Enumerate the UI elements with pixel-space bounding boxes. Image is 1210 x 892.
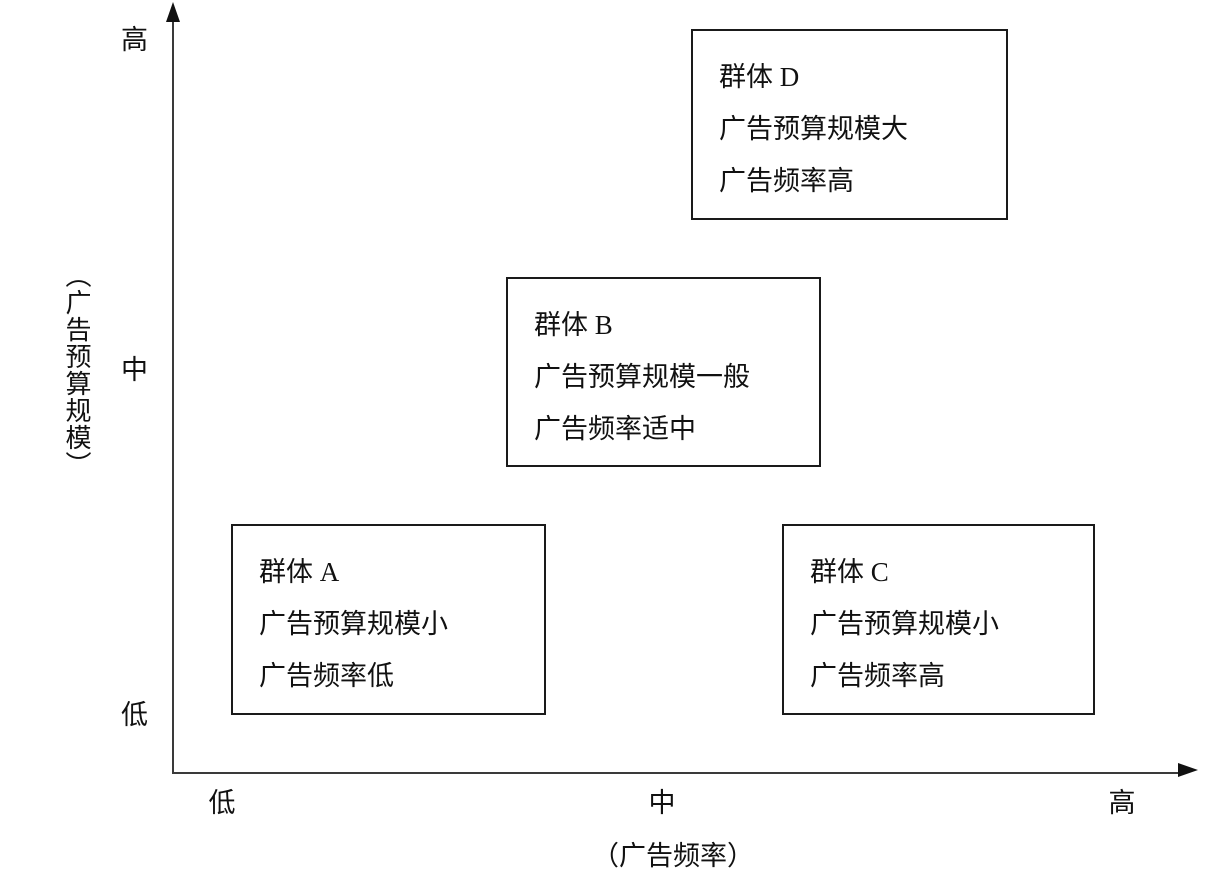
x-axis-tick-mid: 中 [648, 788, 676, 818]
y-axis-tick-high: 高 [121, 25, 148, 55]
y-axis-tick-low: 低 [121, 700, 148, 730]
group-d-budget: 广告预算规模大 [719, 114, 908, 144]
x-axis-arrow-icon [1178, 763, 1198, 777]
group-d-frequency: 广告频率高 [719, 166, 854, 196]
group-c-budget: 广告预算规模小 [810, 609, 999, 639]
x-axis-title: （广告频率） [592, 841, 754, 871]
y-axis-tick-mid: 中 [121, 355, 148, 385]
group-c-title: 群体 C [810, 557, 889, 587]
x-axis-line [172, 772, 1184, 774]
group-b-title: 群体 B [534, 310, 613, 340]
x-axis-tick-high: 高 [1108, 788, 1136, 818]
group-b-frequency: 广告频率适中 [534, 414, 696, 444]
group-box-d: 群体 D 广告预算规模大 广告频率高 [691, 29, 1008, 220]
group-a-title: 群体 A [259, 557, 340, 587]
group-a-budget: 广告预算规模小 [259, 609, 448, 639]
group-box-b: 群体 B 广告预算规模一般 广告频率适中 [506, 277, 821, 467]
y-axis-arrow-icon [166, 2, 180, 22]
group-c-frequency: 广告频率高 [810, 661, 945, 691]
group-d-title: 群体 D [719, 62, 800, 92]
x-axis-tick-low: 低 [208, 788, 236, 818]
group-a-frequency: 广告频率低 [259, 661, 394, 691]
y-axis-line [172, 14, 174, 774]
group-box-a: 群体 A 广告预算规模小 广告频率低 [231, 524, 546, 715]
y-axis-title: （广告预算规模） [62, 262, 91, 478]
group-box-c: 群体 C 广告预算规模小 广告频率高 [782, 524, 1095, 715]
group-b-budget: 广告预算规模一般 [534, 362, 750, 392]
